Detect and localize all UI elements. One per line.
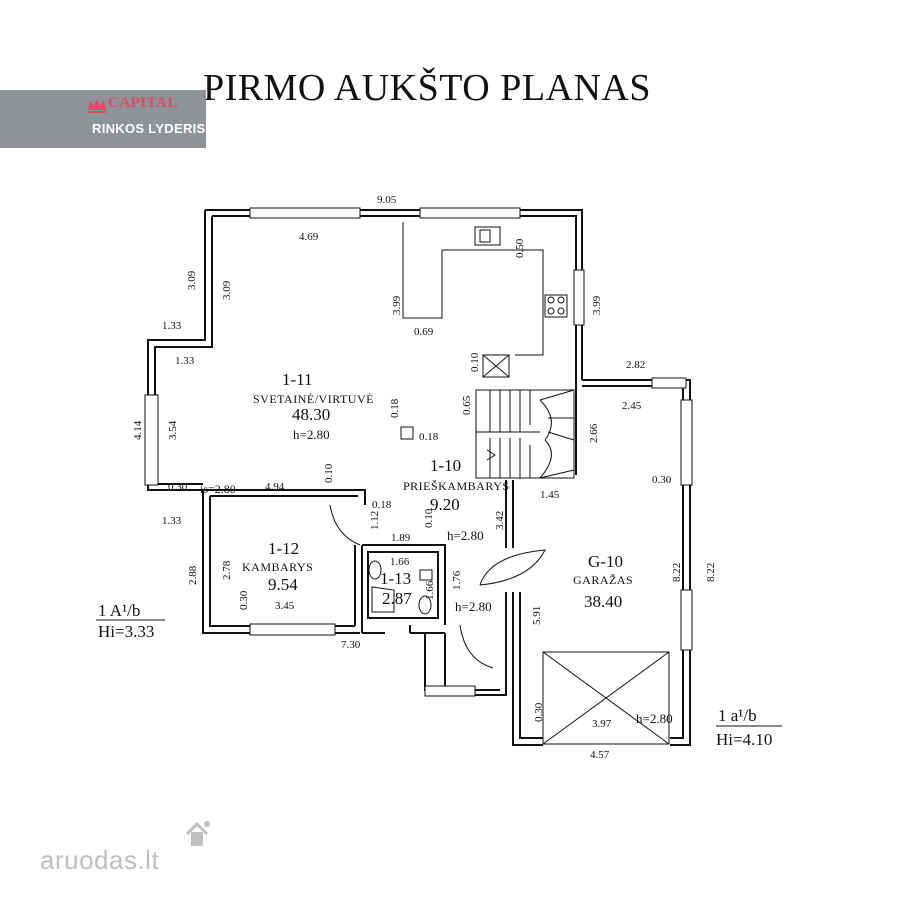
windows — [144, 207, 693, 697]
room-bath: 1-13 2.87 — [380, 569, 412, 608]
room-bedroom-code: 1-12 — [268, 539, 299, 558]
svg-text:7.30: 7.30 — [341, 639, 361, 651]
svg-text:is=2.80: is=2.80 — [200, 482, 236, 496]
room-hall-name: PRIEŠKAMBARYS — [403, 479, 510, 493]
svg-text:9.05: 9.05 — [377, 194, 397, 206]
svg-text:3.54: 3.54 — [167, 420, 179, 440]
column — [400, 426, 414, 440]
svg-text:5.91: 5.91 — [531, 606, 543, 625]
sink-icon — [474, 226, 501, 246]
note-left-hi: Hi=3.33 — [98, 622, 154, 641]
crown-logo-icon — [88, 99, 106, 113]
svg-text:2.88: 2.88 — [187, 565, 199, 585]
staircase — [475, 389, 575, 479]
svg-text:0.18: 0.18 — [389, 398, 401, 418]
svg-text:1.76: 1.76 — [451, 570, 463, 590]
room-bath-code: 1-13 — [380, 569, 411, 588]
brand-name: CAPITAL — [108, 95, 178, 111]
room-hall: 1-10 PRIEŠKAMBARYS 9.20 h=2.80 — [403, 456, 510, 543]
doors — [329, 504, 546, 669]
svg-text:0.50: 0.50 — [514, 238, 526, 258]
note-right-label: 1 a¹/b — [718, 706, 757, 725]
bath-fixtures — [368, 560, 433, 615]
page-title: PIRMO AUKŠTO PLANAS — [203, 67, 652, 109]
svg-text:8.22: 8.22 — [705, 563, 717, 582]
room-garage-name: GARAŽAS — [573, 573, 633, 587]
note-left-label: 1 A¹/b — [98, 601, 140, 620]
svg-text:3.09: 3.09 — [221, 280, 233, 300]
house-icon — [185, 821, 210, 846]
room-living-code: 1-11 — [282, 370, 313, 389]
svg-text:0.30: 0.30 — [238, 590, 250, 610]
svg-text:3.42: 3.42 — [494, 511, 506, 530]
svg-text:2.82: 2.82 — [626, 359, 645, 371]
garage-door — [542, 651, 670, 745]
kitchen-counter — [402, 222, 568, 378]
svg-text:0.30: 0.30 — [652, 474, 672, 486]
svg-text:3.99: 3.99 — [391, 295, 403, 315]
svg-text:3.45: 3.45 — [275, 600, 295, 612]
svg-text:0.30: 0.30 — [533, 702, 545, 722]
svg-text:0.18: 0.18 — [372, 499, 392, 511]
svg-text:4.57: 4.57 — [590, 749, 610, 761]
svg-text:8.22: 8.22 — [671, 563, 683, 582]
room-living-height: h=2.80 — [293, 427, 330, 442]
room-hall-code: 1-10 — [430, 456, 461, 475]
stove-icon — [544, 294, 568, 318]
svg-text:1.89: 1.89 — [391, 532, 411, 544]
svg-text:1.33: 1.33 — [162, 515, 182, 527]
room-bedroom: 1-12 KAMBARYS 9.54 — [242, 539, 313, 594]
brand-subtitle: RINKOS LYDERIS — [92, 121, 206, 136]
dimension-labels: 9.05 4.69 3.09 3.09 3.99 3.99 0.69 0.50 … — [132, 194, 717, 761]
svg-text:2.66: 2.66 — [588, 423, 600, 443]
svg-text:0.18: 0.18 — [419, 431, 439, 443]
svg-text:0.30: 0.30 — [168, 481, 188, 493]
room-garage: G-10 GARAŽAS 38.40 — [573, 552, 633, 611]
svg-text:1.33: 1.33 — [175, 355, 195, 367]
room-living-name: SVETAINĖ/VIRTUVĖ — [253, 392, 374, 406]
svg-text:3.09: 3.09 — [186, 270, 198, 290]
svg-text:h=2.80: h=2.80 — [636, 711, 673, 726]
svg-text:0.69: 0.69 — [414, 326, 434, 338]
svg-text:0.10: 0.10 — [323, 463, 335, 483]
room-bath-area: 2.87 — [382, 589, 412, 608]
svg-text:1.12: 1.12 — [369, 511, 381, 530]
svg-text:2.78: 2.78 — [221, 560, 233, 580]
svg-text:1.66: 1.66 — [424, 580, 436, 600]
room-garage-code: G-10 — [588, 552, 623, 571]
room-living-area: 48.30 — [292, 405, 330, 424]
svg-text:3.99: 3.99 — [591, 295, 603, 315]
room-bedroom-area: 9.54 — [268, 575, 298, 594]
svg-text:h=2.80: h=2.80 — [455, 599, 492, 614]
note-right-hi: Hi=4.10 — [716, 730, 772, 749]
level-notes: 1 A¹/b Hi=3.33 1 a¹/b Hi=4.10 — [96, 601, 782, 749]
svg-text:4.14: 4.14 — [132, 420, 144, 440]
room-bedroom-name: KAMBARYS — [242, 560, 313, 574]
svg-text:1.33: 1.33 — [162, 320, 182, 332]
fridge-icon — [482, 354, 510, 378]
svg-text:0.10: 0.10 — [469, 352, 481, 372]
svg-text:0.65: 0.65 — [461, 395, 473, 415]
room-hall-height: h=2.80 — [447, 528, 484, 543]
svg-text:0.10: 0.10 — [423, 508, 435, 528]
svg-text:3.97: 3.97 — [592, 718, 612, 730]
svg-text:4.69: 4.69 — [299, 231, 319, 243]
svg-text:1.45: 1.45 — [540, 489, 560, 501]
room-living: 1-11 SVETAINĖ/VIRTUVĖ 48.30 h=2.80 — [253, 370, 374, 442]
room-hall-area: 9.20 — [430, 495, 460, 514]
svg-text:1.66: 1.66 — [390, 556, 410, 568]
svg-text:2.45: 2.45 — [622, 400, 642, 412]
brand-panel — [0, 90, 206, 148]
watermark: aruodas.lt — [40, 845, 160, 875]
room-garage-area: 38.40 — [584, 592, 622, 611]
svg-text:4.94: 4.94 — [265, 481, 285, 493]
